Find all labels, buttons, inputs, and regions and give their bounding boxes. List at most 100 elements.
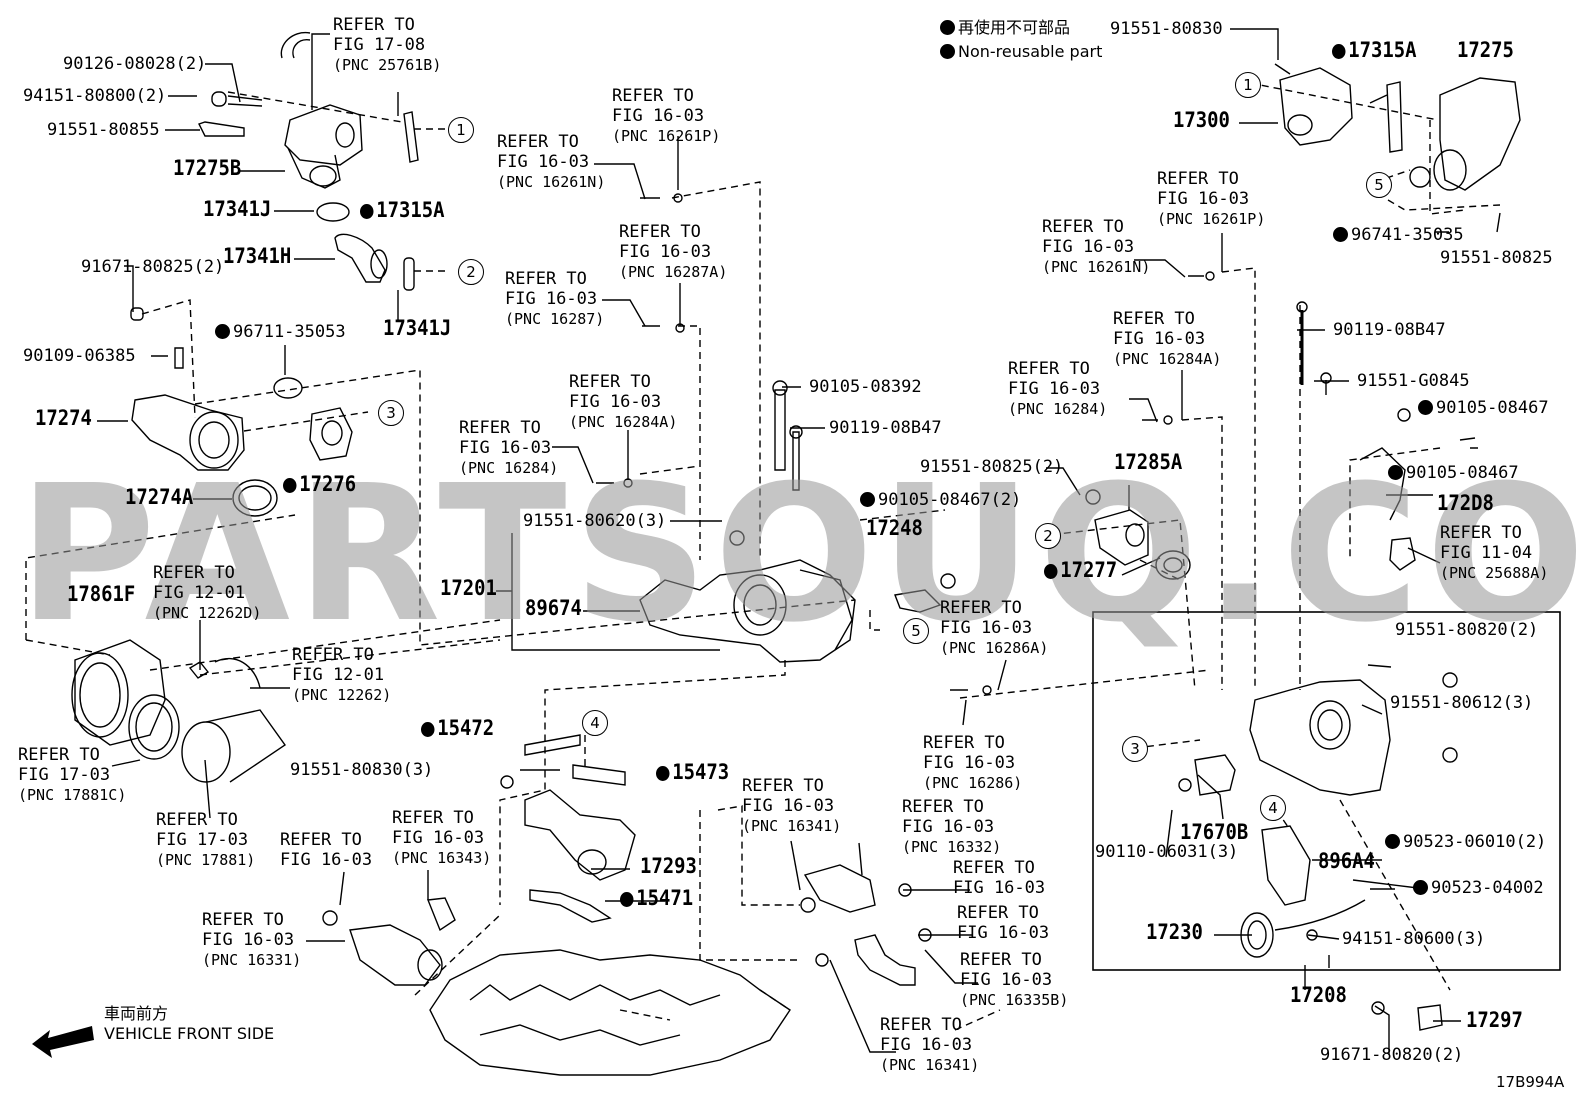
part-label-nonreusable: 90523-04002 xyxy=(1413,878,1544,898)
part-label: 91551-80855 xyxy=(47,120,160,140)
part-label-nonreusable: 96741-35035 xyxy=(1333,225,1464,245)
diagram-code: 17B994A xyxy=(1496,1073,1565,1091)
part-label: 91551-80830 xyxy=(1110,19,1223,39)
non-reusable-dot-icon xyxy=(283,478,297,493)
part-label: 17201 xyxy=(440,576,497,600)
non-reusable-dot-icon xyxy=(1333,227,1348,242)
part-label: 17275B xyxy=(173,156,242,180)
part-label: 17300 xyxy=(1173,108,1230,132)
legend-jp: 再使用不可部品 xyxy=(940,18,1070,38)
part-label: 91671-80825(2) xyxy=(81,257,225,277)
callout-5: 5 xyxy=(1366,172,1392,198)
part-label: 94151-80800(2) xyxy=(23,86,167,106)
non-reusable-dot-icon xyxy=(1388,465,1403,480)
part-label: 90126-08028(2) xyxy=(63,54,207,74)
non-reusable-dot-icon xyxy=(860,492,875,507)
part-label: 91551-80825 xyxy=(1440,248,1553,268)
part-label: 91551-80825(2) xyxy=(920,457,1064,477)
part-label: 17861F xyxy=(67,582,136,606)
front-label-jp: 車両前方 xyxy=(104,1004,169,1023)
part-label: 17275 xyxy=(1457,38,1514,62)
part-label: 17297 xyxy=(1466,1008,1523,1032)
non-reusable-dot-icon xyxy=(360,204,374,219)
part-label-nonreusable: 17315A xyxy=(360,200,444,221)
part-label: 17670B xyxy=(1180,820,1249,844)
callout-1: 1 xyxy=(1235,72,1261,98)
part-label: 17208 xyxy=(1290,983,1347,1007)
part-label-nonreusable: 90105-08467 xyxy=(1388,463,1519,483)
part-label-nonreusable: 90105-08467 xyxy=(1418,398,1549,418)
non-reusable-dot-icon xyxy=(940,20,955,35)
part-label-nonreusable: 15471 xyxy=(620,888,693,909)
part-label-nonreusable: 90105-08467(2) xyxy=(860,490,1021,510)
non-reusable-dot-icon xyxy=(1385,834,1400,849)
non-reusable-dot-icon xyxy=(940,44,955,59)
non-reusable-dot-icon xyxy=(1413,880,1428,895)
part-label-nonreusable: 15472 xyxy=(421,718,494,739)
part-label: 17285A xyxy=(1114,450,1183,474)
part-label: 17274A xyxy=(125,485,194,509)
part-label-nonreusable: 15473 xyxy=(656,762,729,783)
non-reusable-dot-icon xyxy=(1332,44,1346,59)
callout-4: 4 xyxy=(582,710,608,736)
non-reusable-dot-icon xyxy=(421,722,435,737)
non-reusable-dot-icon xyxy=(215,324,230,339)
callout-3: 3 xyxy=(378,400,404,426)
callout-5: 5 xyxy=(903,618,929,644)
part-label: 90109-06385 xyxy=(23,346,136,366)
callout-1: 1 xyxy=(448,117,474,143)
part-label: 17341J xyxy=(203,197,272,221)
part-label: 17293 xyxy=(640,854,697,878)
non-reusable-dot-icon xyxy=(1044,564,1058,579)
part-label: 17341H xyxy=(223,244,292,268)
part-label: 17274 xyxy=(35,406,92,430)
part-label: 91551-80612(3) xyxy=(1390,693,1534,713)
front-arrow-icon xyxy=(30,1028,31,1029)
part-label: 91551-80620(3) xyxy=(523,511,667,531)
part-label: 91551-80830(3) xyxy=(290,760,434,780)
part-label: 90105-08392 xyxy=(809,377,922,397)
part-label: 172D8 xyxy=(1437,491,1494,515)
part-label-nonreusable: 17315A xyxy=(1332,40,1416,61)
part-label: 90119-08B47 xyxy=(829,418,942,438)
part-label-nonreusable: 90523-06010(2) xyxy=(1385,832,1546,852)
part-label: 17230 xyxy=(1146,920,1203,944)
callout-2: 2 xyxy=(458,259,484,285)
part-label: 17248 xyxy=(866,516,923,540)
callout-3: 3 xyxy=(1122,736,1148,762)
part-label: 91671-80820(2) xyxy=(1320,1045,1464,1065)
non-reusable-dot-icon xyxy=(656,766,670,781)
part-label: 94151-80600(3) xyxy=(1342,929,1486,949)
front-label-en: VEHICLE FRONT SIDE xyxy=(104,1024,275,1043)
legend-en: Non-reusable part xyxy=(940,42,1102,62)
callout-2: 2 xyxy=(1035,523,1061,549)
part-label: 91551-G0845 xyxy=(1357,371,1470,391)
